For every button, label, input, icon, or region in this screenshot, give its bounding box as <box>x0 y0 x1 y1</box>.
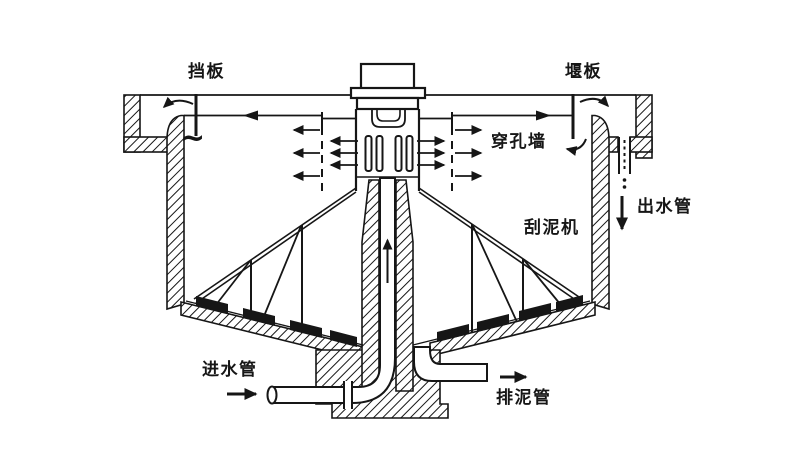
right-underweir-arrow-icon <box>565 138 587 156</box>
feedwell-inner-trough <box>371 109 406 128</box>
label-inlet-pipe: 进水管 <box>202 360 258 380</box>
flow-arrow-right-icon <box>536 110 551 121</box>
scraper-blades <box>196 295 583 347</box>
left-overflow-arrow-icon <box>162 96 194 109</box>
sludge-pipe <box>413 346 488 382</box>
label-sludge-pipe: 排泥管 <box>496 388 552 408</box>
outlet-pipe <box>618 137 631 189</box>
label-perforated-wall: 穿孔墙 <box>491 132 547 152</box>
inlet-sleeve <box>343 381 353 409</box>
water-surface-mark: ~ <box>180 121 206 156</box>
scraper-truss-left <box>193 187 357 333</box>
scraper-truss-right <box>418 187 583 332</box>
label-arrows <box>227 196 628 400</box>
motor-box <box>359 62 416 92</box>
right-inner-wall <box>591 114 610 311</box>
riser-wall-left <box>361 179 380 392</box>
drive-plate-wide <box>349 86 427 100</box>
flow-arrow-left-icon <box>243 110 258 121</box>
feedwell-head <box>354 109 421 191</box>
riser-wall-right <box>395 179 414 392</box>
left-inner-wall <box>166 114 185 311</box>
overflow-arrows <box>162 95 610 156</box>
feedwell-slots <box>364 135 414 172</box>
inlet-riser-pipe <box>271 177 396 404</box>
inlet-pipe-end <box>266 385 278 405</box>
label-weir-plate: 堰板 <box>565 62 602 82</box>
water-line-left <box>184 114 356 120</box>
radial-flow-arrows <box>292 125 483 181</box>
label-outlet-pipe: 出水管 <box>637 197 693 217</box>
pipes <box>266 177 488 405</box>
label-baffle: 挡板 <box>188 62 225 82</box>
drive-plate-narrow <box>355 96 420 111</box>
perforated-wall <box>321 112 453 192</box>
feedwell-inner-trough-2 <box>376 109 401 122</box>
label-sludge-scraper: 刮泥机 <box>524 218 580 238</box>
drive-assembly <box>349 62 427 111</box>
right-channel-bottom-right <box>629 136 653 153</box>
right-overflow-arrow-icon <box>579 95 610 108</box>
